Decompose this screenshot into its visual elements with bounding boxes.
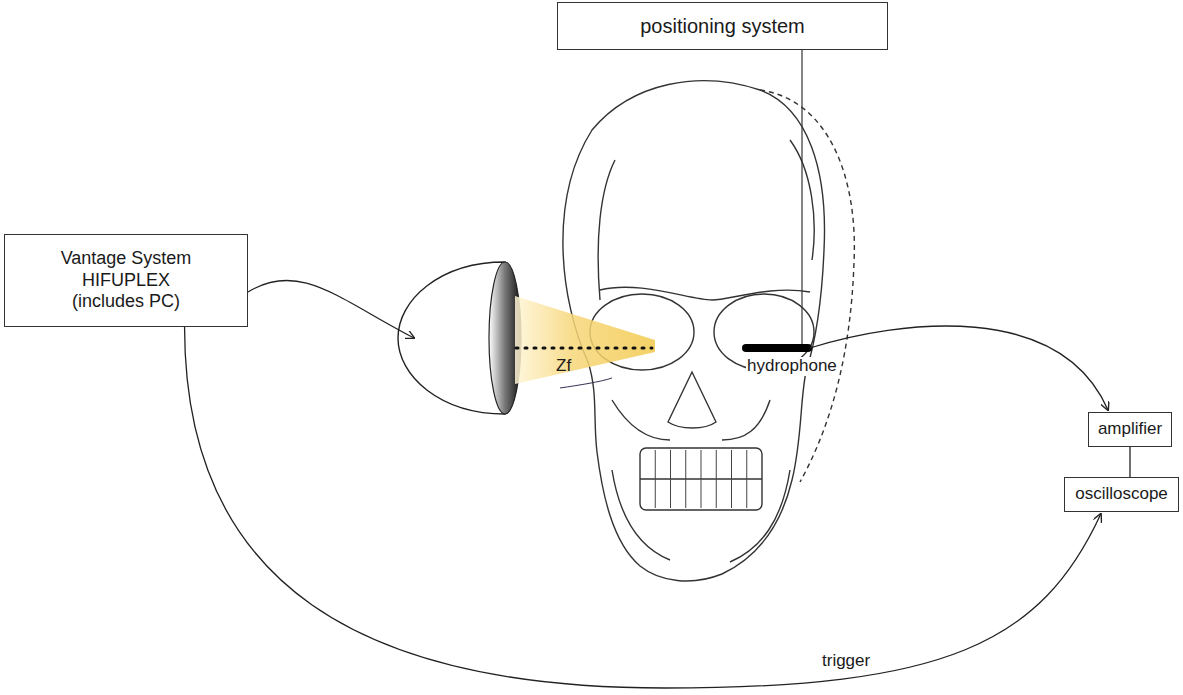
control-system-box: Vantage System HIFUPLEX (includes PC) — [4, 234, 248, 327]
drive-cable — [248, 280, 414, 338]
focal-distance-line — [516, 347, 652, 350]
tooth-line — [701, 450, 702, 508]
hifu-transducer — [398, 262, 521, 414]
box-label: positioning system — [640, 14, 805, 38]
tooth-line — [731, 450, 732, 508]
focal-beam — [515, 296, 655, 384]
teeth — [655, 450, 747, 508]
hydrophone-probe — [746, 344, 808, 352]
focal-distance-label: Zf — [556, 357, 571, 376]
positioning-box: positioning system — [557, 2, 888, 50]
box-label: oscilloscope — [1075, 484, 1168, 504]
connector — [1129, 447, 1130, 477]
box-label: amplifier — [1098, 419, 1162, 439]
hydrophone-cable — [810, 326, 1108, 410]
tooth-line — [716, 450, 717, 508]
tooth-line — [685, 450, 686, 508]
positioner-arm — [801, 50, 802, 344]
tooth-line — [746, 450, 747, 508]
zf-underline — [560, 378, 612, 388]
amplifier-box: amplifier — [1088, 412, 1172, 447]
tooth-line — [655, 450, 656, 508]
oscilloscope-box: oscilloscope — [1064, 477, 1179, 512]
hydrophone-label: hydrophone — [746, 357, 838, 376]
tooth-line — [670, 450, 671, 508]
connector — [185, 327, 1101, 688]
box-label: Vantage System HIFUPLEX (includes PC) — [48, 248, 204, 313]
edge-label: trigger — [822, 652, 870, 671]
